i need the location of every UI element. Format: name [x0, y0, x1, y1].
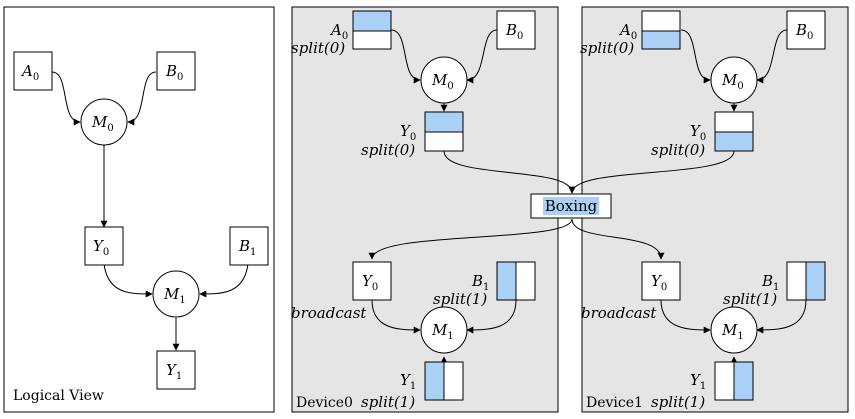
node-y0: Y0 [84, 226, 124, 266]
d0-edge-b1-m1 [466, 299, 517, 334]
d0-b1-split-label: split(1) [433, 290, 487, 308]
svg-text:M1: M1 [163, 285, 186, 306]
edge-boxing-d1-y0 [571, 218, 665, 260]
svg-text:M1: M1 [431, 321, 454, 342]
svg-text:Y1: Y1 [166, 361, 182, 382]
svg-text:M1: M1 [721, 321, 744, 342]
logical-view-panel: Logical View A0 B0 M0 Y0 B1 M1 [3, 6, 275, 413]
d1-node-b0: B0 [786, 10, 826, 50]
d1-y1-split-label: split(1) [651, 393, 705, 411]
svg-text:M0: M0 [721, 71, 744, 92]
d1-node-y1: Y1 split(1) [651, 361, 754, 411]
d1-edge-y0-boxing [568, 150, 735, 194]
svg-text:Y0: Y0 [362, 272, 378, 293]
d1-broadcast-label: broadcast [581, 304, 657, 322]
svg-text:B0: B0 [795, 21, 813, 42]
logical-view-label: Logical View [13, 388, 104, 404]
d1-a0-split-label: split(0) [580, 39, 634, 57]
svg-text:Y0: Y0 [400, 122, 416, 143]
svg-text:B0: B0 [165, 62, 183, 83]
svg-text:B0: B0 [505, 21, 523, 42]
d0-node-a0: A0 split(0) [291, 10, 392, 57]
svg-text:B1: B1 [761, 272, 779, 293]
d1-edge-y0-m1 [660, 299, 711, 334]
node-b0: B0 [156, 51, 196, 91]
svg-text:Y0: Y0 [93, 237, 109, 258]
d0-edge-y0-m1 [371, 299, 421, 334]
d1-edge-b0-m0 [756, 29, 788, 84]
svg-text:A0: A0 [20, 62, 39, 83]
svg-text:M0: M0 [91, 113, 114, 134]
d0-edge-b0-m0 [466, 29, 498, 84]
svg-text:Y1: Y1 [400, 371, 416, 392]
d0-node-y0-broadcast: Y0 broadcast [291, 261, 392, 322]
d1-node-m1: M1 [710, 306, 758, 354]
d1-y0-split-label: split(0) [651, 141, 705, 159]
d0-edge-a0-m0 [390, 29, 421, 84]
d1-node-m0: M0 [710, 56, 758, 104]
node-m0: M0 [80, 98, 128, 146]
edge-boxing-d0-y0 [368, 218, 573, 260]
edge-b1-m1 [199, 263, 249, 298]
d1-edge-a0-m0 [680, 29, 711, 84]
d1-node-a0: A0 split(0) [580, 10, 681, 57]
node-y1: Y1 [156, 350, 196, 390]
d0-node-y0: Y0 split(0) [361, 111, 464, 159]
boxing-label: Boxing [545, 197, 598, 215]
svg-text:Y0: Y0 [690, 122, 706, 143]
node-m1: M1 [152, 270, 200, 318]
svg-text:A0: A0 [618, 21, 637, 42]
svg-text:M0: M0 [431, 71, 454, 92]
device1-label: Device1 [586, 395, 643, 411]
svg-text:Y1: Y1 [690, 371, 706, 392]
boxing-node: Boxing [530, 193, 612, 219]
d0-edge-y0-boxing [443, 150, 576, 194]
edge-y0-m1 [103, 263, 153, 298]
d0-node-b1: B1 split(1) [433, 261, 536, 308]
device0-label: Device0 [296, 395, 353, 411]
node-b1: B1 [229, 226, 269, 266]
d0-y0-split-label: split(0) [361, 141, 415, 159]
svg-text:B1: B1 [238, 237, 256, 258]
d0-node-m1: M1 [420, 306, 468, 354]
logical-view-frame [3, 6, 275, 413]
d0-y1-split-label: split(1) [361, 393, 415, 411]
d1-b1-split-label: split(1) [723, 290, 777, 308]
svg-text:Y0: Y0 [651, 272, 667, 293]
d1-node-y0-broadcast: Y0 broadcast [581, 261, 681, 322]
d0-node-y1: Y1 split(1) [361, 361, 464, 411]
d1-node-b1: B1 split(1) [723, 261, 826, 308]
d0-node-b0: B0 [496, 10, 536, 50]
d1-edge-b1-m1 [756, 299, 807, 334]
d0-broadcast-label: broadcast [291, 304, 367, 322]
node-a0: A0 [13, 51, 53, 91]
svg-text:A0: A0 [329, 21, 348, 42]
d0-node-m0: M0 [420, 56, 468, 104]
svg-text:B1: B1 [471, 272, 489, 293]
edge-b0-m0 [127, 71, 157, 126]
d0-a0-split-label: split(0) [291, 39, 345, 57]
d1-node-y0: Y0 split(0) [651, 111, 754, 159]
edge-a0-m0 [51, 71, 81, 126]
